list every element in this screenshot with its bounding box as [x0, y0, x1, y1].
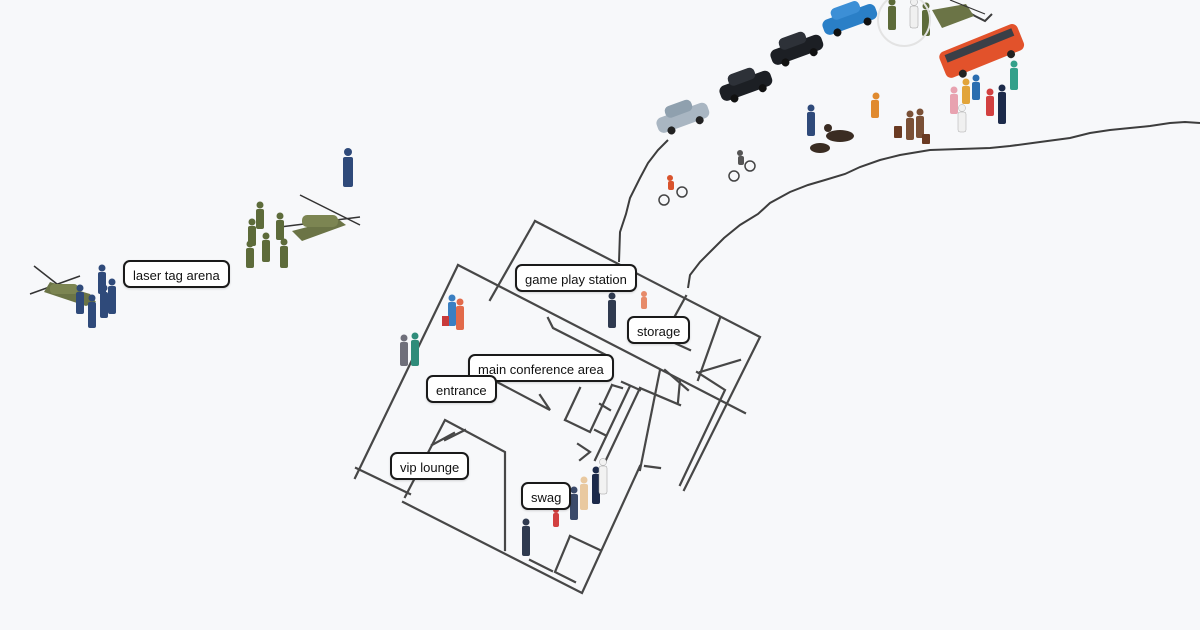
person-icon [871, 92, 880, 118]
person-icon [962, 78, 970, 104]
roads [618, 11, 1200, 289]
soldier-icon [280, 238, 288, 268]
road-left [618, 139, 669, 263]
wall-21 [698, 358, 742, 374]
floor-plan [353, 219, 762, 595]
wall-5 [495, 380, 551, 411]
person-icon [906, 108, 924, 140]
person-icon [522, 518, 530, 556]
wall-20 [678, 370, 727, 487]
wall-9 [563, 383, 614, 434]
person-icon [592, 466, 600, 504]
wall-24 [696, 316, 722, 382]
person-icon [1010, 60, 1018, 90]
wall-19 [663, 368, 690, 392]
label-main-conference-area[interactable]: main conference area [468, 354, 614, 382]
wall-22 [643, 464, 662, 470]
wall-2 [403, 418, 507, 552]
wall-16 [603, 386, 642, 464]
bus-icon [939, 24, 1025, 78]
crowd-group [950, 60, 1018, 133]
person-icon [570, 486, 578, 520]
soldier-group [246, 201, 288, 268]
police-officer-icon [76, 284, 84, 314]
cyclist-icon [737, 150, 744, 165]
car-icon [719, 67, 773, 103]
outer-wall-south [401, 464, 642, 595]
wall-28 [528, 558, 554, 573]
person-icon [909, 0, 919, 29]
soldier-group [888, 0, 930, 36]
helicopter-icon [932, 0, 986, 28]
soldier-icon [276, 212, 284, 240]
person-icon [400, 334, 408, 366]
police-officer-icon [108, 278, 116, 314]
soldier-icon [246, 240, 254, 268]
wall-12 [598, 402, 612, 412]
road-right [687, 120, 1200, 289]
wall-17 [638, 386, 682, 407]
wall-14 [576, 442, 592, 462]
person-icon [641, 291, 647, 309]
dog-icon [810, 124, 854, 153]
label-entrance[interactable]: entrance [426, 375, 497, 403]
person-group-top [442, 294, 464, 330]
person-icon [972, 74, 980, 100]
wall-1 [354, 466, 412, 496]
outer-wall-top [533, 219, 762, 492]
label-swag[interactable]: swag [521, 482, 572, 510]
person-icon [998, 84, 1006, 124]
person-icon [608, 292, 616, 328]
person-icon [448, 294, 456, 326]
car-icon [770, 31, 824, 67]
person-icon [580, 476, 588, 510]
bicycle-icon [658, 160, 756, 206]
wall-4 [443, 428, 467, 442]
person-icon [411, 332, 419, 366]
person-icon [456, 298, 464, 330]
police-group [76, 264, 116, 328]
person-icon [598, 458, 608, 495]
label-game-play-station[interactable]: game play station [515, 264, 637, 292]
label-storage[interactable]: storage [627, 316, 691, 344]
wall-23 [638, 368, 662, 472]
helicopter-icon [279, 194, 361, 241]
wall-26 [553, 534, 577, 584]
soldier-icon [256, 201, 264, 229]
soldier-icon [888, 0, 896, 30]
police-officer-icon [807, 104, 815, 136]
selection-ring [877, 0, 931, 47]
outer-wall-left [488, 219, 537, 302]
wall-27 [568, 534, 602, 552]
car-icon [822, 1, 878, 37]
wall-15 [593, 384, 632, 462]
outer-wall-west [353, 263, 460, 480]
police-officer-icon [88, 294, 96, 328]
police-officer-icon [100, 284, 108, 318]
soldier-icon [262, 232, 270, 262]
wall-3 [430, 431, 456, 447]
person-icon [950, 86, 958, 114]
wall-13 [593, 428, 607, 437]
person-group-entrance [400, 332, 419, 366]
luggage-icon [894, 126, 930, 144]
wall-8 [563, 386, 582, 422]
cyclist-icon [667, 175, 674, 190]
car-icon [656, 99, 710, 135]
wall-10 [610, 383, 624, 390]
label-vip-lounge[interactable]: vip lounge [390, 452, 470, 480]
outer-wall-west-top [456, 263, 747, 415]
person-icon [957, 104, 967, 133]
police-officer-icon [343, 148, 353, 187]
helicopter-icon [29, 265, 96, 306]
person-icon [986, 88, 994, 116]
wall-6 [546, 316, 610, 358]
label-laser-tag-arena[interactable]: laser tag arena [123, 260, 230, 288]
luggage-icon [442, 316, 449, 326]
